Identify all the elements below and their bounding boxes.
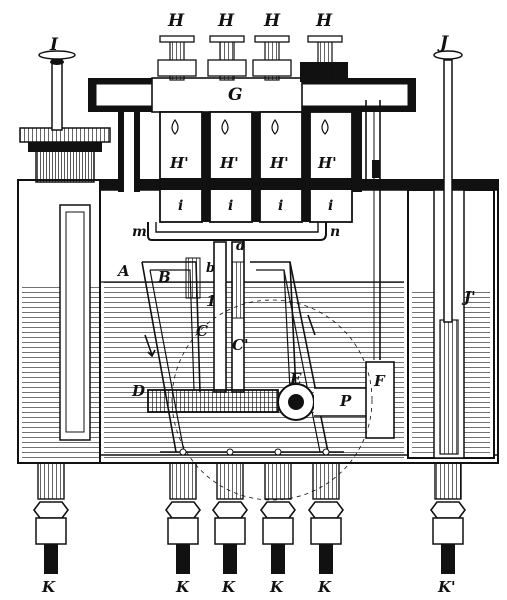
label-C: C <box>196 322 208 340</box>
label-B: B <box>157 268 171 286</box>
label-K-5: K <box>317 578 332 596</box>
label-K-1: K <box>41 578 56 596</box>
label-i-3: i <box>278 198 283 214</box>
label-K-4: K <box>269 578 284 596</box>
label-H-prime-4: H' <box>317 154 337 172</box>
diagram-labels: I H H H H J G H' H' H' H' i i i i m n d … <box>41 11 476 596</box>
label-i-1: i <box>178 198 183 214</box>
connecting-tube <box>147 100 381 360</box>
terminal-k3 <box>212 462 248 574</box>
label-i-4: i <box>328 198 333 214</box>
label-H-prime-3: H' <box>269 154 289 172</box>
binding-post-3 <box>252 35 292 81</box>
terminal-k1 <box>33 462 69 574</box>
label-D: D <box>131 382 145 400</box>
label-n: n <box>330 224 340 240</box>
label-i-2: i <box>228 198 233 214</box>
label-P: P <box>339 392 352 410</box>
label-H-prime-1: H' <box>169 154 189 172</box>
label-m: m <box>132 224 147 240</box>
terminal-k2 <box>165 462 201 574</box>
left-screw-cap <box>19 50 111 183</box>
left-jar <box>17 179 109 464</box>
label-K-prime: K' <box>437 578 456 596</box>
label-I: I <box>49 35 59 55</box>
binding-post-1 <box>157 35 197 81</box>
right-tube <box>407 50 495 459</box>
binding-post-4 <box>307 35 343 81</box>
label-K-2: K <box>175 578 190 596</box>
label-d: d <box>236 239 245 254</box>
label-H-1: H <box>167 11 185 31</box>
label-F: F <box>373 372 386 390</box>
terminal-k5 <box>308 462 344 574</box>
label-H-4: H <box>315 11 333 31</box>
binding-post-2 <box>207 35 247 81</box>
label-K-3: K <box>221 578 236 596</box>
label-J-prime: J' <box>461 288 476 306</box>
bottom-rail <box>160 448 344 456</box>
terminal-k-prime <box>430 462 466 574</box>
terminal-k4 <box>260 462 296 574</box>
label-A: A <box>116 262 130 280</box>
label-C-prime: C' <box>232 336 249 354</box>
label-H-2: H <box>217 11 235 31</box>
label-E: E <box>289 370 302 388</box>
label-1: 1 <box>206 292 216 310</box>
label-J: J <box>437 33 449 53</box>
label-G: G <box>228 85 243 105</box>
label-H-prime-2: H' <box>219 154 239 172</box>
label-b: b <box>206 261 215 276</box>
label-H-3: H <box>263 11 281 31</box>
central-mechanism <box>141 241 329 453</box>
wheel-assembly <box>147 299 395 501</box>
cells <box>118 111 362 223</box>
